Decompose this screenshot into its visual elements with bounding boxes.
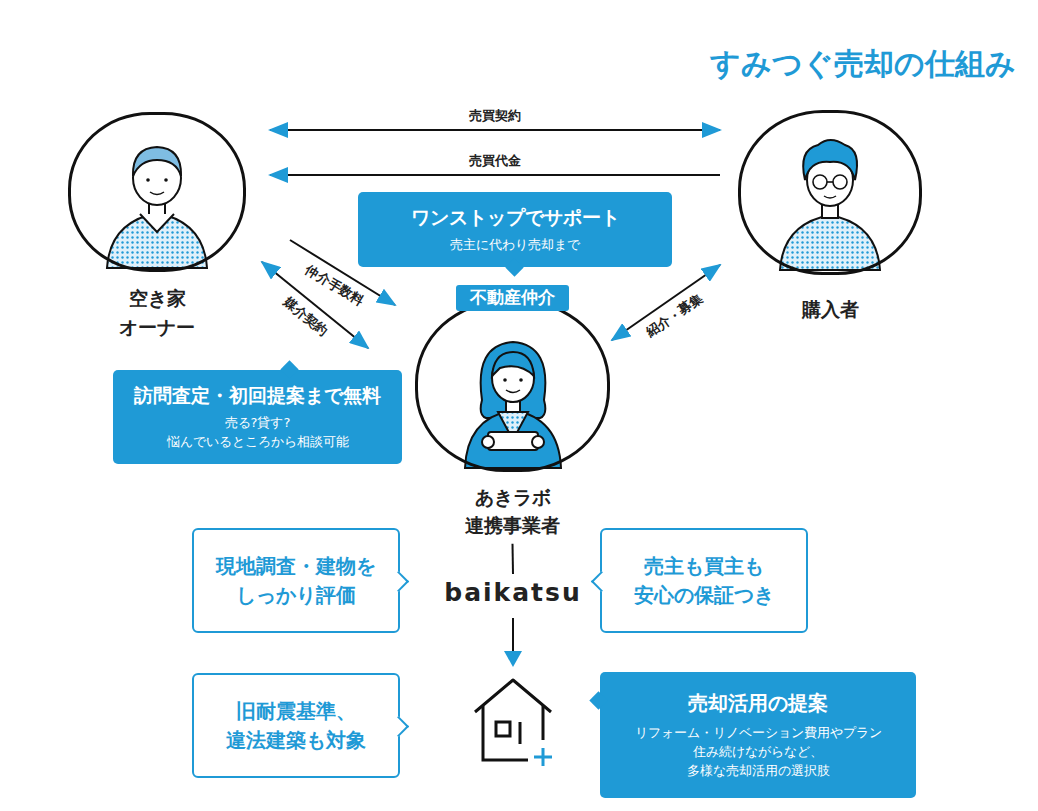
agent-node: 不動産仲介あきラボ 連携事業者 <box>415 285 610 540</box>
proposal-box: 売却活用の提案リフォーム・リノベーション費用やプラン 住み続けながらなど、 多様… <box>600 672 916 798</box>
brand-node: baikatsu <box>435 578 591 608</box>
agent-figure <box>465 342 561 468</box>
house-icon <box>475 618 552 766</box>
connector <box>270 174 720 176</box>
node-text: 現地調査・建物を しっかり評価 <box>210 552 382 610</box>
free-callout: 訪問査定・初回提案まで無料売る?貸す? 悩んでいるところから相談可能 <box>113 370 402 464</box>
feature-callout: 売主も買主も 安心の保証つき <box>600 528 808 633</box>
support-callout: ワンストップでサポート売主に代わり売却まで <box>358 192 672 267</box>
node-text: 購入者 <box>775 295 885 324</box>
node-text: 売主に代わり売却まで <box>385 235 645 255</box>
owner-figure <box>107 147 207 268</box>
connector <box>512 544 515 574</box>
node-text: 売却活用の提案 <box>688 689 828 718</box>
node-text: リフォーム・リノベーション費用やプラン 住み続けながらなど、 多様な売却活用の選… <box>624 724 892 780</box>
callout-pointer <box>589 691 607 709</box>
feature-callout: 現地調査・建物を しっかり評価 <box>192 528 400 633</box>
edge-label: 媒介契約 <box>277 293 333 343</box>
node-text: 空き家 オーナー <box>117 284 197 341</box>
buyer-figure <box>780 140 880 270</box>
circle-outline <box>415 300 610 472</box>
circle-outline <box>68 112 246 272</box>
node-text: 売主も買主も 安心の保証つき <box>618 552 790 610</box>
node-text: baikatsu <box>435 578 591 608</box>
node-text: 訪問査定・初回提案まで無料 <box>134 382 381 410</box>
circle-outline <box>738 110 922 275</box>
callout-pointer <box>505 258 523 276</box>
node-text: 不動産仲介 <box>456 285 569 311</box>
edge-label: 売買契約 <box>466 108 524 125</box>
owner-node: 空き家 オーナー <box>68 112 246 341</box>
feature-callout: 旧耐震基準、 違法建築も対象 <box>192 673 400 778</box>
node-text: 売る?貸す? 悩んでいるところから相談可能 <box>150 413 365 452</box>
buyer-node: 購入者 <box>738 110 922 324</box>
node-text: ワンストップでサポート <box>411 204 620 232</box>
callout-pointer <box>280 360 298 378</box>
callout-pointer <box>388 570 409 591</box>
diagram-title: すみつぐ売却の仕組み <box>710 44 1016 85</box>
connector <box>270 129 720 131</box>
edge-label: 売買代金 <box>466 153 524 170</box>
callout-pointer <box>591 570 612 591</box>
node-text: 旧耐震基準、 違法建築も対象 <box>210 697 382 755</box>
callout-pointer <box>388 715 409 736</box>
node-text: あきラボ 連携事業者 <box>453 483 573 540</box>
